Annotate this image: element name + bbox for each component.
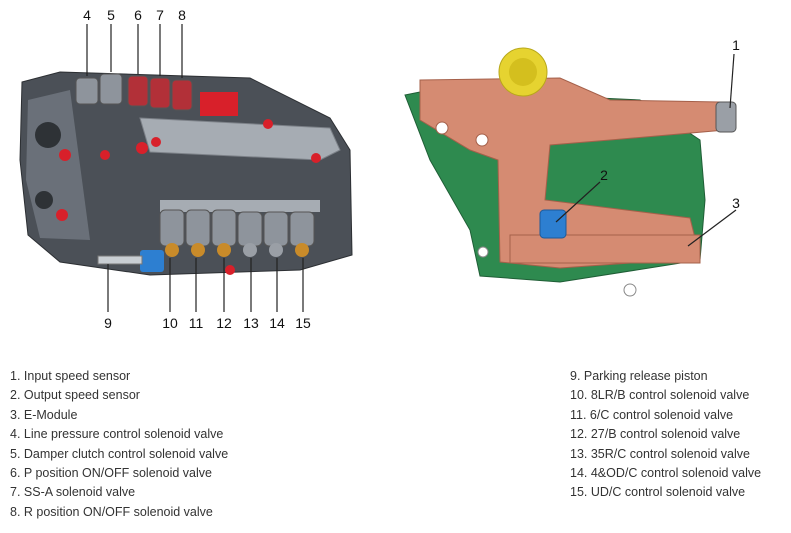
solenoid-7 [149,77,171,109]
solenoid-tip [191,243,205,257]
legend-item: 1. Input speed sensor [10,369,131,383]
e-module-bar [509,234,701,264]
legend-item: 4. Line pressure control solenoid valve [10,427,224,442]
callout-14: 14 [269,315,285,331]
lower-bracket [160,200,320,212]
bore-hole [35,191,53,209]
red-block [200,92,238,116]
callout-1: 1 [732,37,740,53]
solenoid-14 [263,211,289,247]
mount-hole [477,246,489,258]
callout-7: 7 [156,7,164,23]
legend-item: 11. 6/C control solenoid valve [570,407,734,422]
callout-10: 10 [162,315,178,331]
legend-item: 15. UD/C control solenoid valve [570,485,746,500]
red-port [59,149,71,161]
e-module-assembly: 1 2 3 [404,37,740,297]
solenoid-tip [269,243,283,257]
piston-rod [97,255,143,265]
red-port [151,137,161,147]
callout-6: 6 [134,7,142,23]
steel-bracket [139,117,341,161]
solenoid-tip [217,243,231,257]
callout-4: 4 [83,7,91,23]
mount-hole [623,283,637,297]
solenoid-10 [159,209,185,247]
legend-item: 2. Output speed sensor [10,388,140,403]
leader-line-2 [555,181,601,223]
output-speed-sensor [539,209,567,239]
callout-9: 9 [104,315,112,331]
solenoid-tip [243,243,257,257]
leader-line-3 [687,209,737,247]
solenoid-6 [127,75,149,107]
mount-hole [435,121,449,135]
red-port [263,119,273,129]
transmission-components-diagram: 4 5 6 7 8 9 10 11 12 13 14 15 1 [19,7,740,331]
solenoid-4 [75,77,99,105]
callout-3: 3 [732,195,740,211]
callout-13: 13 [243,315,259,331]
red-port [136,142,148,154]
input-speed-sensor [715,101,737,133]
callout-15: 15 [295,315,311,331]
parking-release-piston [140,250,164,272]
callout-8: 8 [178,7,186,23]
callout-2: 2 [600,167,608,183]
mount-hole [475,133,489,147]
e-module-plate [419,77,726,269]
solenoid-5 [99,73,123,105]
legend-item: 8. R position ON/OFF solenoid valve [10,504,213,519]
solenoid-13 [237,211,263,247]
legend-item: 5. Damper clutch control solenoid valve [10,446,229,461]
legend-item: 6. P position ON/OFF solenoid valve [10,466,212,481]
solenoid-15 [289,211,315,247]
legend-item: 12. 27/B control solenoid valve [570,427,741,442]
valve-body-assembly: 4 5 6 7 8 9 10 11 12 13 14 15 [19,7,353,331]
legend-left: 1. Input speed sensor 2. Output speed se… [10,367,228,522]
bore-hole [35,122,61,148]
red-port [311,153,321,163]
callout-5: 5 [107,7,115,23]
red-port [225,265,235,275]
solenoid-row [159,209,315,257]
solenoid-tip [295,243,309,257]
callout-12: 12 [216,315,232,331]
legend-right: 9. Parking release piston 10. 8LR/B cont… [570,367,761,503]
red-port [100,150,110,160]
legend-item: 3. E-Module [10,407,78,422]
legend-item: 9. Parking release piston [570,369,708,383]
legend-item: 7. SS-A solenoid valve [10,485,136,500]
red-port [56,209,68,221]
legend-item: 10. 8LR/B control solenoid valve [570,388,750,403]
solenoid-12 [211,209,237,247]
solenoid-11 [185,209,211,247]
solenoid-8 [171,79,193,111]
legend-item: 13. 35R/C control solenoid valve [570,446,750,461]
legend-item: 14. 4&OD/C control solenoid valve [570,466,762,481]
solenoid-tip [165,243,179,257]
callout-11: 11 [189,315,204,331]
leader-line-1 [729,53,735,109]
connector-center [509,58,537,86]
